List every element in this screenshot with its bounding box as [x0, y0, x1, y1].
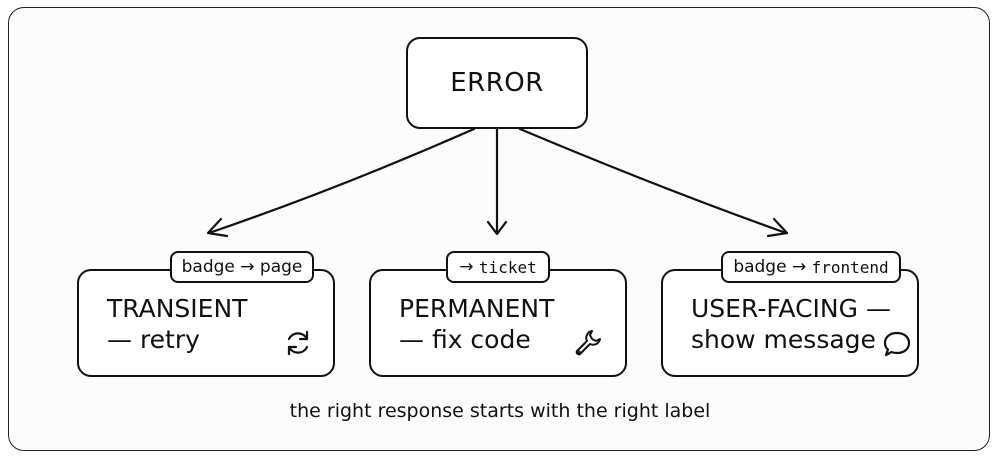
arrow-to-transient — [207, 127, 476, 235]
speech-bubble-icon — [883, 331, 911, 357]
permanent-badge-arrow: → — [459, 257, 474, 277]
transient-action: — retry — [107, 325, 200, 354]
permanent-action: — fix code — [399, 325, 531, 354]
arrow-to-user-facing — [518, 127, 788, 235]
wrench-icon — [575, 330, 601, 356]
user-facing-badge-prefix: badge — [733, 257, 787, 277]
transient-badge-target: page — [259, 257, 303, 277]
diagram-caption: the right response starts with the right… — [289, 400, 711, 422]
transient-badge: badge → page — [170, 251, 314, 283]
permanent-badge-target: ticket — [478, 257, 537, 277]
permanent-title: PERMANENT — [399, 294, 555, 323]
transient-badge-prefix: badge — [181, 257, 235, 277]
arrowhead-user-facing — [766, 217, 789, 238]
user-facing-title: USER-FACING — — [691, 294, 891, 323]
user-facing-node: USER-FACING — show message — [661, 269, 919, 377]
arrowhead-permanent — [486, 220, 508, 236]
transient-node: TRANSIENT — retry — [77, 269, 335, 377]
transient-badge-arrow: → — [240, 257, 255, 277]
error-root-node: ERROR — [406, 37, 588, 129]
user-facing-badge-target: frontend — [811, 257, 889, 277]
refresh-icon — [287, 330, 309, 356]
user-facing-badge: badge → frontend — [721, 251, 901, 283]
error-root-label: ERROR — [450, 68, 544, 98]
transient-title: TRANSIENT — [107, 294, 248, 323]
permanent-badge: → ticket — [446, 251, 550, 283]
user-facing-action: show message — [691, 325, 876, 354]
user-facing-badge-arrow: → — [791, 257, 807, 277]
arrowhead-transient — [206, 217, 229, 238]
permanent-node: PERMANENT — fix code — [369, 269, 627, 377]
